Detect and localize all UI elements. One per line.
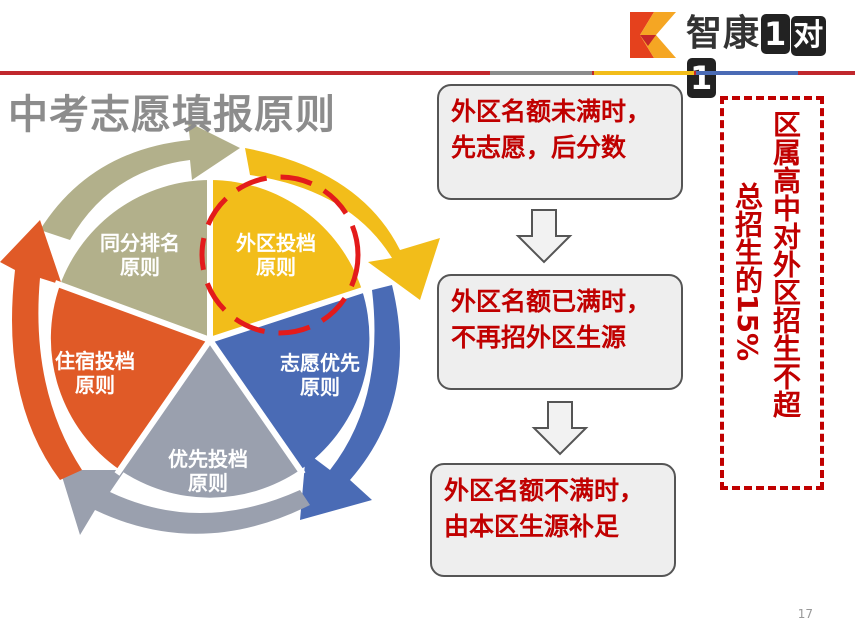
- flow-step-3: 外区名额不满时， 由本区生源补足: [430, 463, 676, 577]
- principles-wheel-diagram: 同分排名 原则 外区投档 原则 志愿优先 原则 优先投档 原则 住宿投档 原则: [0, 122, 440, 535]
- flow-step-2-line2: 不再招外区生源: [451, 323, 627, 352]
- header-segment-yellow: [594, 71, 694, 75]
- note-text-column-2: 总招生的15%: [731, 182, 764, 362]
- cycle-arrow-right-bottom: [300, 285, 400, 520]
- highlight-circle: [199, 174, 361, 336]
- flow-step-3-line2: 由本区生源补足: [444, 512, 620, 541]
- segment-label-5a: 住宿投档: [55, 349, 135, 373]
- brand-box-dui: 对: [791, 16, 827, 56]
- enrollment-limit-note: [720, 96, 824, 490]
- brand-logo-icon: [630, 12, 676, 58]
- flow-step-2-line1: 外区名额已满时，: [451, 287, 652, 316]
- cycle-arrow-left: [0, 220, 82, 480]
- down-arrow-icon: [531, 401, 589, 456]
- segment-separators: [53, 175, 367, 476]
- segment-label-5b: 原则: [75, 373, 115, 397]
- segment-label-4b: 原则: [188, 471, 228, 495]
- cycle-arrow-top: [40, 122, 240, 240]
- flow-step-2: 外区名额已满时， 不再招外区生源: [437, 274, 683, 390]
- segment-priority-admission: [120, 340, 300, 498]
- segment-label-1b: 原则: [120, 255, 160, 279]
- segment-preference-first: [210, 290, 370, 470]
- flow-step-1-line2: 先志愿，后分数: [451, 133, 627, 162]
- page-title: 中考志愿填报原则: [8, 92, 336, 138]
- brand-box-1: 1: [761, 14, 791, 54]
- flow-step-3-line1: 外区名额不满时，: [444, 476, 645, 505]
- down-arrow-icon: [515, 209, 573, 264]
- brand-name: 智康: [686, 13, 761, 54]
- note-text-column-1: 区属高中对外区招生不超: [769, 110, 802, 418]
- header-segment-blue: [696, 71, 798, 75]
- cycle-arrow-bottom: [60, 470, 310, 535]
- segment-label-1a: 同分排名: [100, 231, 180, 255]
- header-segment-gray: [490, 71, 592, 75]
- cycle-arrow-right-top: [245, 148, 440, 300]
- brand-box-2: 1: [687, 58, 717, 98]
- segment-label-2b: 原则: [256, 255, 296, 279]
- segment-same-score-ranking: [60, 180, 210, 340]
- header-divider: [0, 71, 855, 75]
- segment-label-3b: 原则: [300, 375, 340, 399]
- flow-step-1: 外区名额未满时， 先志愿，后分数: [437, 84, 683, 200]
- segment-boarding-admission: [50, 285, 211, 470]
- segment-label-4a: 优先投档: [168, 447, 248, 471]
- flow-step-1-line1: 外区名额未满时，: [451, 97, 652, 126]
- page-number: 17: [797, 607, 813, 621]
- segment-label-2a: 外区投档: [236, 231, 316, 255]
- segment-label-3a: 志愿优先: [280, 351, 360, 375]
